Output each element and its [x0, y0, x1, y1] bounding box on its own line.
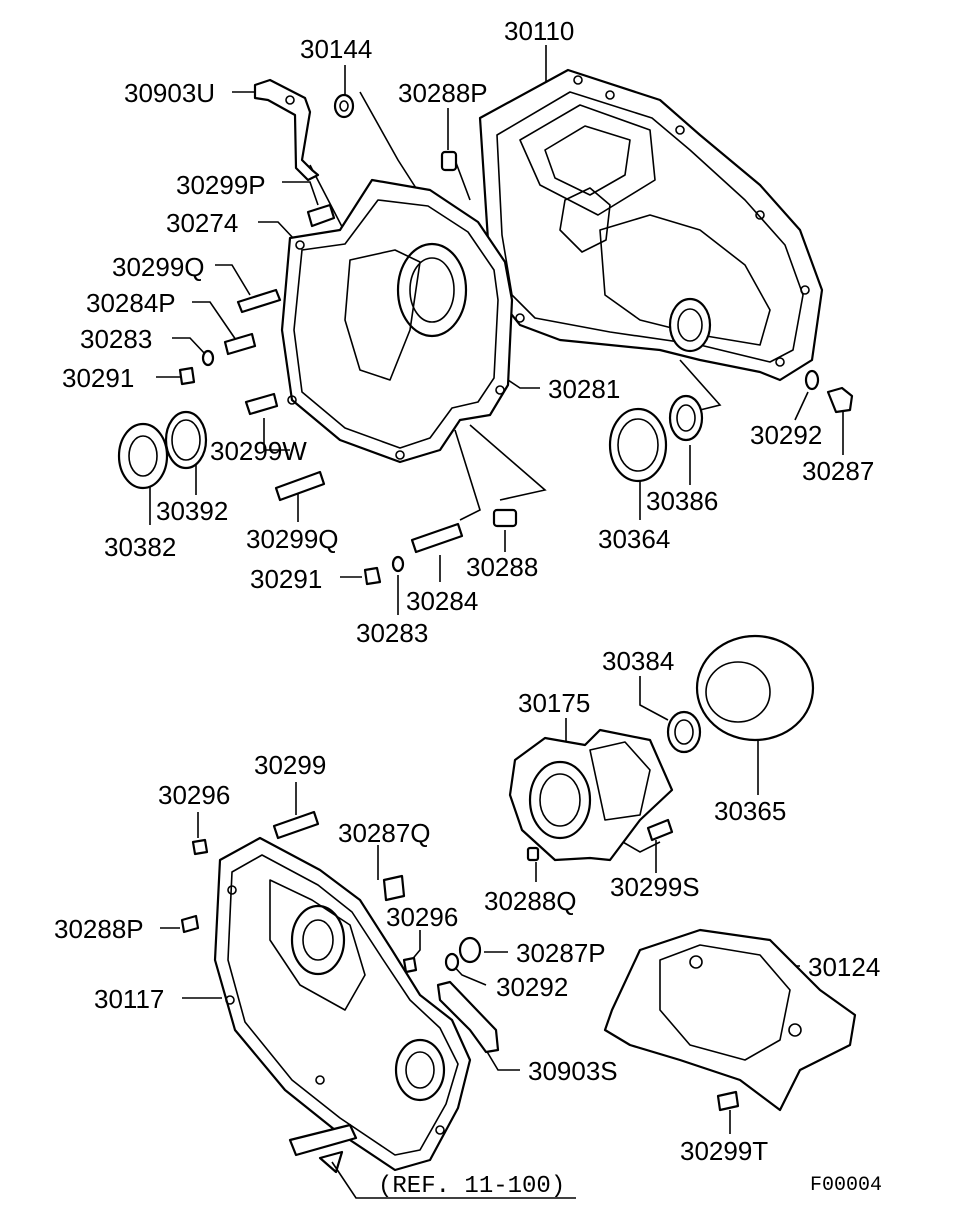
label-30364: 30364 — [598, 524, 670, 554]
label-30365: 30365 — [714, 796, 786, 826]
label-30903S: 30903S — [528, 1056, 618, 1086]
label-30386: 30386 — [646, 486, 718, 516]
label-30291-mid: 30291 — [250, 564, 322, 594]
label-30299P: 30299P — [176, 170, 266, 200]
label-30124: 30124 — [808, 952, 880, 982]
label-30299S: 30299S — [610, 872, 700, 902]
label-30299Q-mid: 30299Q — [246, 524, 339, 554]
label-30283-mid: 30283 — [356, 618, 428, 648]
label-30291-top: 30291 — [62, 363, 134, 393]
label-30287: 30287 — [802, 456, 874, 486]
label-30296-mid: 30296 — [386, 902, 458, 932]
label-30299: 30299 — [254, 750, 326, 780]
label-30288Q: 30288Q — [484, 886, 577, 916]
label-30281: 30281 — [548, 374, 620, 404]
label-30288P-top: 30288P — [398, 78, 488, 108]
label-30284: 30284 — [406, 586, 478, 616]
reference-note: (REF. 11-100) — [378, 1173, 565, 1200]
label-30284P: 30284P — [86, 288, 176, 318]
skid-plate-30124 — [603, 928, 857, 1112]
label-30288P-bot: 30288P — [54, 914, 144, 944]
small-parts-top — [117, 93, 854, 586]
label-30292-top: 30292 — [750, 420, 822, 450]
label-30384: 30384 — [602, 646, 674, 676]
adapter-plate-30281 — [280, 178, 514, 464]
label-30392: 30392 — [156, 496, 228, 526]
small-parts-bottom — [180, 810, 740, 1112]
extension-housing-30175 — [508, 634, 815, 862]
label-30288: 30288 — [466, 552, 538, 582]
label-30287P: 30287P — [516, 938, 606, 968]
transfer-case-housing-30110 — [478, 68, 824, 382]
reference-arrow — [318, 1150, 576, 1199]
label-30274: 30274 — [166, 208, 238, 238]
label-30299W: 30299W — [210, 436, 307, 466]
label-30110: 30110 — [504, 16, 574, 46]
label-30299Q-top: 30299Q — [112, 252, 205, 282]
figure-code: F00004 — [810, 1174, 882, 1197]
label-30292-bot: 30292 — [496, 972, 568, 1002]
part-labels: 30110 30144 30903U 30288P 30299P 30274 3… — [54, 16, 882, 1200]
case-cover-30117 — [213, 836, 472, 1172]
label-30144: 30144 — [300, 34, 372, 64]
label-30382: 30382 — [104, 532, 176, 562]
label-30287Q: 30287Q — [338, 818, 431, 848]
label-30296-top: 30296 — [158, 780, 230, 810]
label-30117: 30117 — [94, 984, 164, 1014]
label-30283-top: 30283 — [80, 324, 152, 354]
bracket-30903U — [253, 78, 320, 182]
label-30175: 30175 — [518, 688, 590, 718]
label-30903U: 30903U — [124, 78, 215, 108]
label-30299T: 30299T — [680, 1136, 768, 1166]
